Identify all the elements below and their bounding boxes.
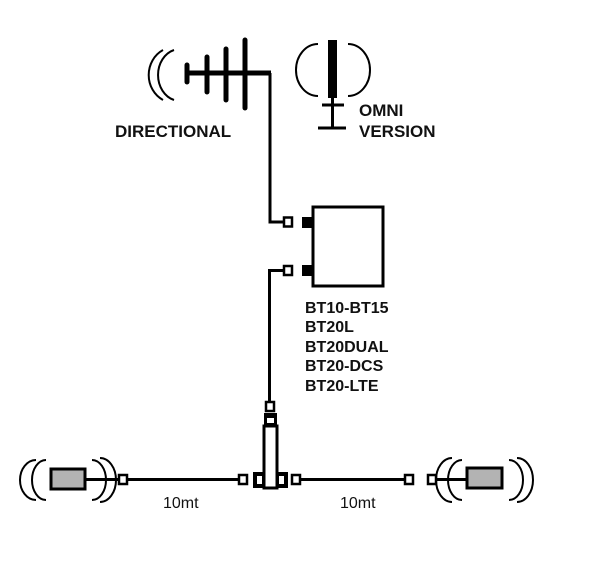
repeater-model: BT20-DCS <box>305 358 384 375</box>
omni-signal-wave-left <box>295 43 319 97</box>
repeater-model: BT20L <box>305 319 354 336</box>
splitter-body <box>262 424 279 490</box>
splitter-input-port-inner <box>267 418 274 423</box>
directional-signal-wave-outer <box>147 49 164 101</box>
splitter-icon <box>253 400 288 490</box>
omni-whip <box>328 40 337 98</box>
antenna-cable-connector <box>282 216 294 228</box>
repeater-model: BT20DUAL <box>305 339 389 356</box>
omni-antenna-icon <box>295 40 371 130</box>
repeater-antenna-port <box>302 217 312 228</box>
splitter-right-port-inner <box>279 476 284 484</box>
repeater-coax-port <box>302 265 312 276</box>
repeater-model: BT20-LTE <box>305 378 379 395</box>
antenna-cable <box>268 73 284 224</box>
right-cable-connector-1 <box>403 473 415 486</box>
splitter-left-connector <box>237 473 249 486</box>
right-cable-connector-2 <box>426 473 438 486</box>
left-antenna-wave-inner-right <box>91 459 107 501</box>
directional-label: DIRECTIONAL <box>115 122 231 141</box>
repeater-model: BT10-BT15 <box>305 300 389 317</box>
left-antenna-body <box>49 467 87 491</box>
omni-signal-wave-right <box>347 43 371 97</box>
left-cable-length-label: 10mt <box>163 495 199 512</box>
left-indoor-antenna-icon <box>19 457 119 503</box>
right-cable-length-label: 10mt <box>340 495 376 512</box>
right-antenna-wave-outer-right <box>516 457 534 503</box>
right-indoor-antenna-icon <box>435 457 534 503</box>
right-antenna-body <box>465 466 504 490</box>
omni-label-line2: VERSION <box>359 122 436 141</box>
splitter-input-connector <box>264 400 276 413</box>
repeater-unit <box>302 205 385 288</box>
repeater-body <box>311 205 385 288</box>
directional-signal-wave-inner <box>157 49 175 101</box>
right-antenna-wave-outer-left <box>435 457 453 503</box>
repeater-coax-connector <box>282 264 294 277</box>
splitter-left-port-inner <box>257 476 262 484</box>
splitter-right-connector <box>290 473 302 486</box>
right-antenna-wave-inner-right <box>508 459 524 501</box>
left-antenna-wave-outer-right <box>99 457 117 503</box>
omni-label-line1: OMNI <box>359 101 403 120</box>
splitter-feed-cable <box>268 269 284 402</box>
directional-antenna-icon <box>147 37 271 111</box>
repeater-model-list: BT10-BT15 BT20L BT20DUAL BT20-DCS BT20-L… <box>305 300 389 395</box>
left-cable-connector <box>117 473 129 486</box>
left-antenna-wave-inner-left <box>31 459 47 501</box>
left-antenna-wave-outer-left <box>19 459 37 501</box>
right-antenna-wave-inner-left <box>447 459 463 501</box>
